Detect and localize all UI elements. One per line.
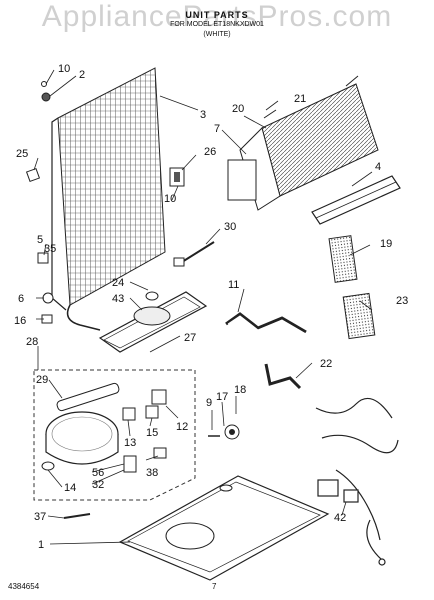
- compressor-kit-outline: [33, 369, 196, 501]
- callout-29: 29: [36, 374, 48, 386]
- callout-56: 56: [92, 467, 104, 479]
- callout-2: 2: [79, 69, 85, 81]
- callout-43: 43: [112, 293, 124, 305]
- callout-1: 1: [38, 539, 44, 551]
- diagram-subtitle-color: (WHITE): [203, 31, 231, 38]
- callout-16: 16: [14, 315, 26, 327]
- callout-28: 28: [26, 336, 38, 348]
- filter-drier: [56, 382, 120, 412]
- callout-23: 23: [396, 295, 408, 307]
- callout-11: 11: [228, 279, 239, 291]
- callout-20: 20: [232, 103, 244, 115]
- callout-35: 35: [44, 243, 56, 255]
- callout-18: 18: [234, 384, 246, 396]
- callout-21: 21: [294, 93, 306, 105]
- callout-27: 27: [184, 332, 196, 344]
- overload: [145, 405, 159, 419]
- callout-22: 22: [320, 358, 332, 370]
- callout-9: 9: [206, 397, 212, 409]
- callout-10-top: 10: [58, 63, 70, 75]
- document-number: 4384654: [8, 582, 40, 591]
- callout-labels: 10 2 3 20 21 7 25 26 4 10 30 19 5 35 24 …: [14, 63, 408, 551]
- callout-24: 24: [112, 277, 124, 289]
- tubing-section: [264, 363, 302, 390]
- capacitor: [153, 447, 167, 459]
- diagram-subtitle-model: FOR MODEL ET18NKXDW01: [170, 21, 264, 28]
- callout-4: 4: [375, 161, 381, 173]
- fan-bracket: [169, 167, 185, 187]
- compressor: [41, 411, 119, 471]
- callout-15: 15: [146, 427, 158, 439]
- wire-connector: [173, 241, 215, 267]
- start-device: [123, 455, 137, 473]
- callout-42: 42: [334, 512, 346, 524]
- drain-pan: [98, 291, 208, 353]
- evaporator-coil: [227, 75, 379, 211]
- callout-5: 5: [37, 234, 43, 246]
- diagram-title: UNIT PARTS: [185, 10, 249, 20]
- callout-12: 12: [176, 421, 188, 433]
- callout-38: 38: [146, 467, 158, 479]
- callout-30: 30: [224, 221, 236, 233]
- evaporator-cover-panel: [328, 235, 358, 283]
- leader-lines: [33, 69, 373, 545]
- callout-32: 32: [92, 479, 104, 491]
- page-number: 7: [212, 582, 217, 591]
- clip-25: [25, 167, 41, 183]
- condenser-coil: [51, 67, 166, 331]
- washer: [41, 81, 47, 87]
- insulation-pad: [342, 292, 376, 340]
- callout-37: 37: [34, 511, 46, 523]
- callout-26: 26: [204, 146, 216, 158]
- drain-tube: [225, 312, 307, 334]
- callout-17: 17: [216, 391, 228, 403]
- cover: [151, 389, 167, 405]
- wire-harness: [315, 397, 399, 566]
- screw: [41, 92, 51, 102]
- callout-14: 14: [64, 482, 76, 494]
- spacer-37: [63, 513, 91, 519]
- callout-19: 19: [380, 238, 392, 250]
- defrost-heater: [311, 175, 401, 225]
- callout-6: 6: [18, 293, 24, 305]
- relay: [122, 407, 136, 421]
- callout-13: 13: [124, 437, 136, 449]
- compressor-base-plate: [118, 475, 330, 581]
- grommet: [42, 292, 54, 304]
- callout-7: 7: [214, 123, 220, 135]
- callout-10-lower: 10: [164, 193, 176, 205]
- bracket: [37, 252, 49, 264]
- callout-3: 3: [200, 109, 206, 121]
- callout-25: 25: [16, 148, 28, 160]
